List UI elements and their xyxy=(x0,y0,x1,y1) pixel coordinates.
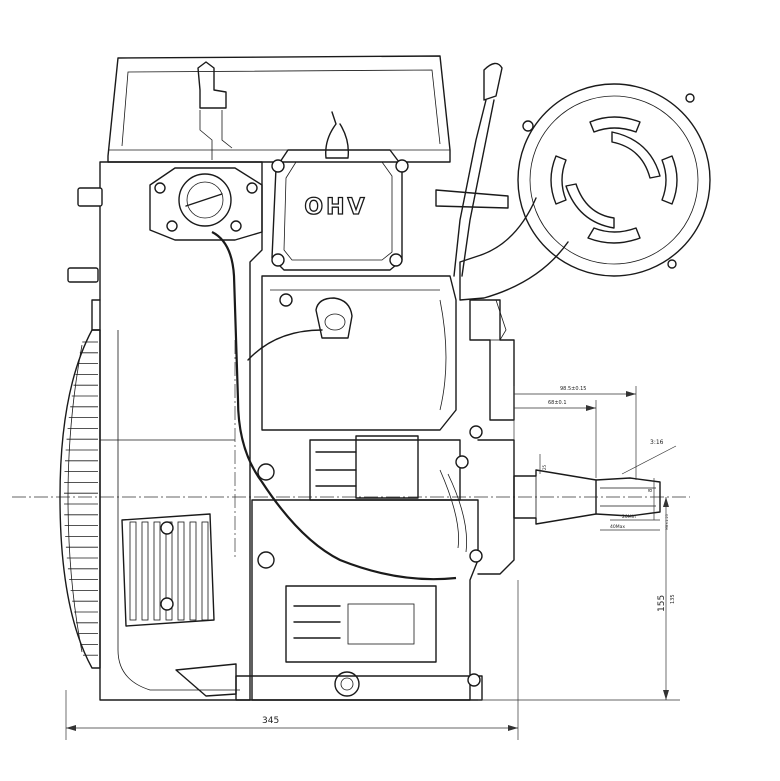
cooling-fin xyxy=(129,521,137,621)
dim-shaft-height: 155 xyxy=(657,595,667,612)
dim-thread-min: 20Min xyxy=(622,514,636,520)
air-cleaner xyxy=(459,83,711,341)
valve-cover-label: OHV xyxy=(304,195,367,220)
blower-housing xyxy=(67,161,263,701)
cooling-fin xyxy=(189,521,197,621)
flywheel-screen xyxy=(59,329,101,669)
starter-motor xyxy=(309,435,469,553)
dimension-lines xyxy=(65,386,680,740)
dim-keyway: 8 xyxy=(648,489,654,492)
dim-key-small: M8×1.25 xyxy=(665,514,669,530)
dim-shaft-length-total: 98.5±0.15 xyxy=(560,386,586,392)
cooling-fin xyxy=(141,521,149,621)
cylinder-block xyxy=(261,275,457,431)
crankshaft-pto xyxy=(513,469,661,525)
dim-shaft-dia: 25 xyxy=(542,464,547,470)
cooling-fin xyxy=(177,521,185,621)
top-shroud xyxy=(107,55,451,163)
fuel-cap-assembly xyxy=(149,167,263,241)
dim-taper: 3:16 xyxy=(650,439,664,446)
fuel-line xyxy=(211,231,457,581)
choke-lever xyxy=(197,61,233,160)
valve-cover: OHV xyxy=(271,149,409,271)
throttle-linkage xyxy=(435,62,509,277)
dim-shaft-length-inner: 68±0.1 xyxy=(548,400,567,406)
cooling-fin-grille xyxy=(121,513,215,627)
dim-thread-max: 40Max xyxy=(610,524,625,530)
breather-hose xyxy=(325,111,350,159)
oil-drain-plug xyxy=(175,663,483,701)
cooling-fin xyxy=(201,521,209,621)
crankcase xyxy=(251,425,515,701)
dim-overall-width: 345 xyxy=(262,716,279,726)
muffler-bracket xyxy=(469,299,515,421)
dim-shaft-height-small: 135 xyxy=(670,594,676,604)
cooling-fin xyxy=(153,521,161,621)
